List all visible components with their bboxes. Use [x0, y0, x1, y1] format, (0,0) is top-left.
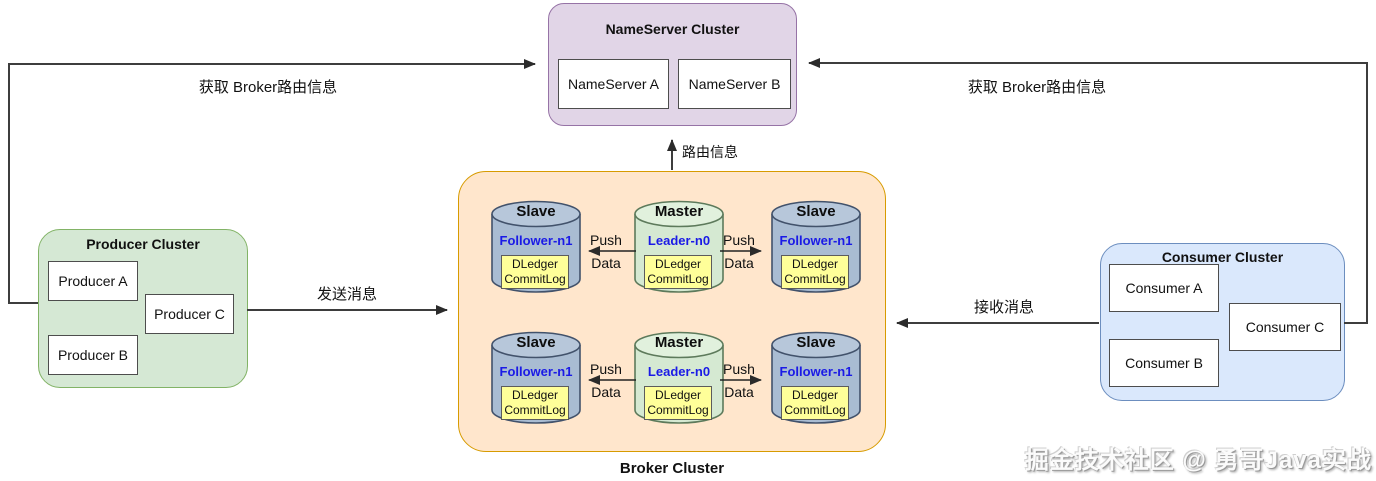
edge-label-get-route-left: 获取 Broker路由信息 — [198, 79, 338, 96]
producer-a-node: Producer A — [48, 261, 138, 301]
dledger-commitlog-box: DLedger CommitLog — [644, 386, 712, 420]
dledger-node-label: Follower-n1 — [499, 364, 573, 379]
push-label: Push — [590, 361, 622, 377]
edge-label-send-message: 发送消息 — [316, 286, 377, 303]
broker-slave-node: Slave Follower-n1 DLedger CommitLog — [490, 331, 582, 425]
broker-role-label: Slave — [796, 203, 836, 220]
edge-label-route-info: 路由信息 — [682, 144, 738, 160]
consumer-c-node: Consumer C — [1229, 303, 1341, 351]
dledger-node-label: Follower-n1 — [779, 233, 853, 248]
push-label: Push — [723, 232, 755, 248]
broker-slave-node: Slave Follower-n1 DLedger CommitLog — [770, 200, 862, 294]
broker-master-node: Master Leader-n0 DLedger CommitLog — [633, 331, 725, 425]
broker-slave-node: Slave Follower-n1 DLedger CommitLog — [770, 331, 862, 425]
broker-role-label: Master — [654, 203, 704, 220]
broker-slave-node: Slave Follower-n1 DLedger CommitLog — [490, 200, 582, 294]
nameserver-a-node: NameServer A — [558, 59, 669, 109]
data-label: Data — [591, 255, 621, 271]
producer-b-node: Producer B — [48, 335, 138, 375]
watermark: 掘金技术社区 @ 勇哥Java实战 — [1024, 447, 1372, 474]
consumer-b-node: Consumer B — [1109, 339, 1219, 387]
broker-master-node: Master Leader-n0 DLedger CommitLog — [633, 200, 725, 294]
dledger-commitlog-box: DLedger CommitLog — [781, 386, 849, 420]
producer-cluster-title: Producer Cluster — [86, 236, 200, 252]
dledger-commitlog-box: DLedger CommitLog — [501, 255, 569, 289]
consumer-a-node: Consumer A — [1109, 264, 1219, 312]
data-label: Data — [591, 384, 621, 400]
nameserver-b-node: NameServer B — [678, 59, 791, 109]
dledger-commitlog-box: DLedger CommitLog — [644, 255, 712, 289]
dledger-node-label: Follower-n1 — [499, 233, 573, 248]
edge-label-receive-message: 接收消息 — [973, 299, 1034, 316]
edge-label-get-route-right: 获取 Broker路由信息 — [967, 79, 1107, 96]
nameserver-cluster: NameServer Cluster NameServer A NameServ… — [548, 3, 797, 126]
data-label: Data — [724, 255, 754, 271]
broker-role-label: Slave — [516, 203, 556, 220]
dledger-commitlog-box: DLedger CommitLog — [501, 386, 569, 420]
dledger-node-label: Leader-n0 — [647, 233, 711, 248]
push-label: Push — [723, 361, 755, 377]
producer-c-node: Producer C — [145, 294, 234, 334]
broker-role-label: Slave — [796, 334, 836, 351]
broker-cluster-label: Broker Cluster — [619, 460, 725, 477]
broker-role-label: Master — [654, 334, 704, 351]
dledger-commitlog-box: DLedger CommitLog — [781, 255, 849, 289]
dledger-node-label: Leader-n0 — [647, 364, 711, 379]
dledger-node-label: Follower-n1 — [779, 364, 853, 379]
consumer-cluster: Consumer Cluster Consumer A Consumer C C… — [1100, 243, 1345, 401]
nameserver-cluster-title: NameServer Cluster — [605, 21, 740, 37]
consumer-cluster-title: Consumer Cluster — [1161, 249, 1284, 265]
data-label: Data — [724, 384, 754, 400]
producer-cluster: Producer Cluster Producer A Producer C P… — [38, 229, 248, 388]
broker-role-label: Slave — [516, 334, 556, 351]
push-label: Push — [590, 232, 622, 248]
